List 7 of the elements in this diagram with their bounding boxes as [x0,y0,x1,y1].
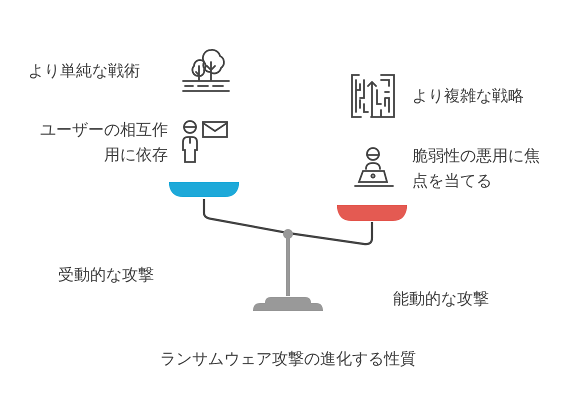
label-text: より複雑な戦略 [412,85,525,107]
label-text: ユーザーの相互作用に依存 [40,119,168,166]
label-text: より単純な戦術 [28,60,141,82]
label-text: 受動的な攻撃 [58,264,155,286]
label-text: 能動的な攻撃 [393,288,490,310]
caption: ランサムウェア攻撃の進化する性質 [159,348,417,370]
label-text: 脆弱性の悪用に焦点を当てる [412,145,541,192]
